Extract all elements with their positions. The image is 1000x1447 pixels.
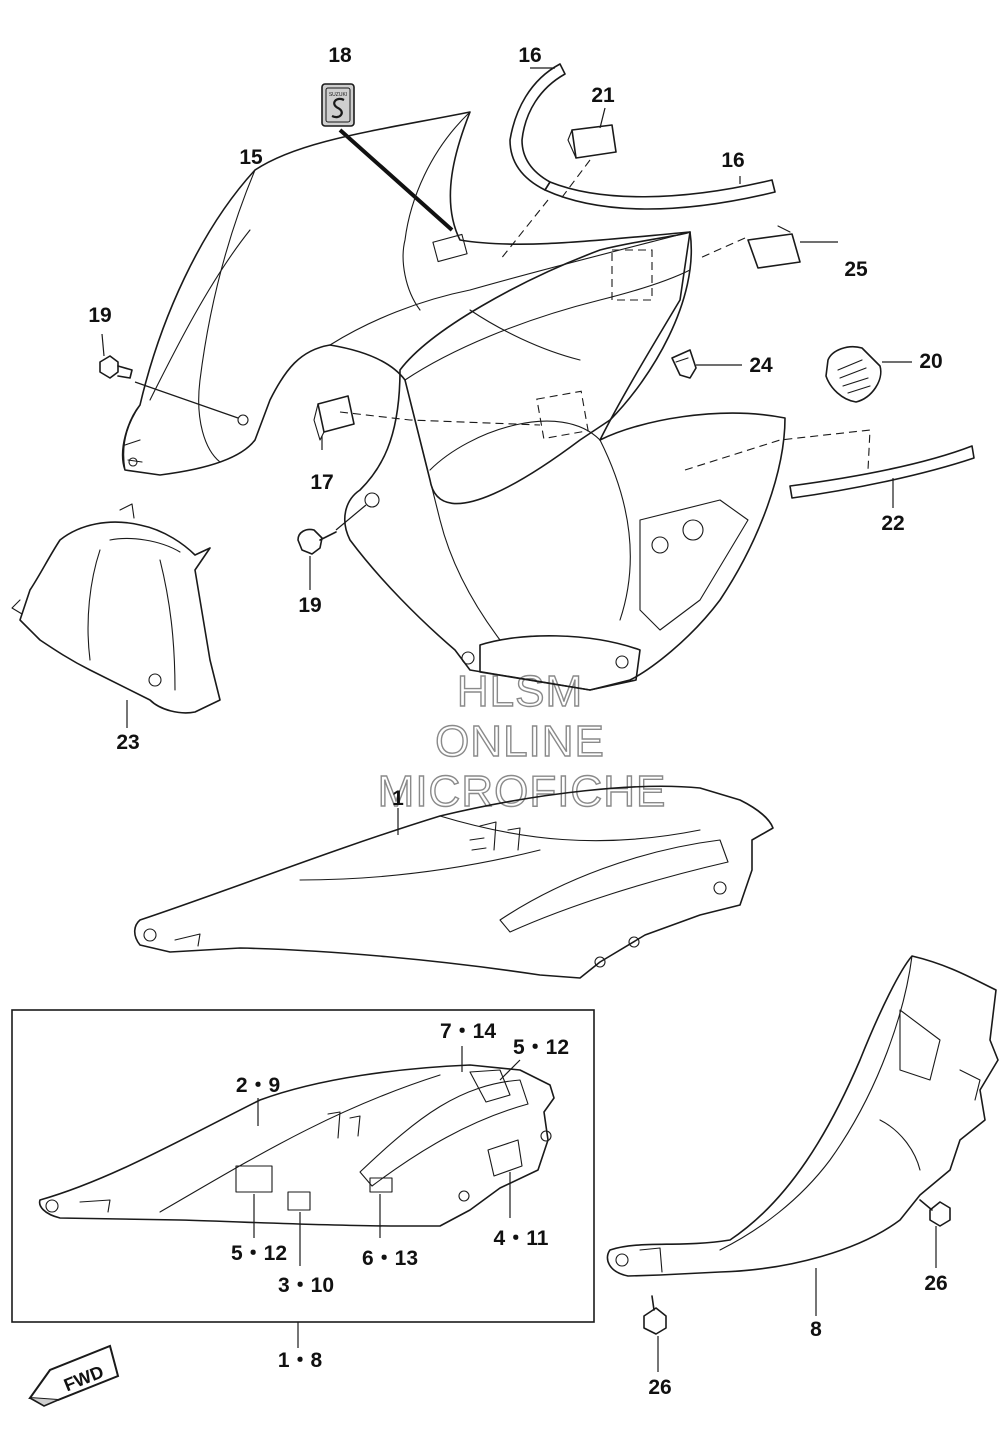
callout-18[interactable]: 18 (328, 44, 352, 67)
callout-16-right[interactable]: 16 (721, 149, 744, 172)
side-cowl-part-1[interactable] (133, 785, 774, 979)
assembly-detail-box (11, 1009, 595, 1323)
side-cowl-assembly-detail[interactable] (38, 1064, 555, 1227)
watermark: HLSM ONLINE MICROFICHE (377, 666, 667, 816)
screw-part-19-upper[interactable] (99, 333, 133, 379)
callout-1[interactable]: 1 (392, 787, 404, 810)
side-fairing-panel[interactable] (134, 231, 786, 691)
callout-24[interactable]: 24 (749, 354, 773, 377)
callout-26-lower[interactable]: 26 (648, 1376, 671, 1399)
fwd-arrow-icon: FWD (28, 1344, 120, 1407)
suzuki-logo-icon (331, 97, 345, 119)
callout-3-10[interactable]: 3・10 (278, 1274, 334, 1297)
callout-16-upper[interactable]: 16 (518, 44, 541, 67)
callout-20[interactable]: 20 (919, 350, 942, 373)
screw-part-26-lower[interactable] (643, 1295, 667, 1372)
detail-leaders (253, 1046, 521, 1266)
callout-6-13[interactable]: 6・13 (362, 1247, 418, 1270)
callout-7-14[interactable]: 7・14 (440, 1020, 496, 1043)
callouts: 18 16 21 16 15 25 19 24 20 17 22 19 23 1… (88, 44, 947, 1399)
emblem-text: SUZUKI (329, 92, 347, 98)
callout-8[interactable]: 8 (810, 1318, 822, 1341)
front-cowl-part-15[interactable] (121, 111, 693, 505)
watermark-line-1: HLSM (457, 667, 583, 716)
watermark-line-3: MICROFICHE (378, 767, 667, 816)
callout-26-right[interactable]: 26 (924, 1272, 947, 1295)
frame-cover-part-8[interactable] (606, 955, 999, 1316)
callout-19-lower[interactable]: 19 (298, 594, 321, 617)
trim-strip-part-22[interactable] (684, 429, 975, 508)
callout-5-12-lower[interactable]: 5・12 (231, 1242, 287, 1265)
callout-1-8[interactable]: 1・8 (278, 1349, 323, 1372)
callout-19-upper[interactable]: 19 (88, 304, 111, 327)
callout-2-9[interactable]: 2・9 (236, 1074, 280, 1097)
watermark-line-2: ONLINE (435, 717, 605, 766)
screw-part-26-right[interactable] (919, 1199, 951, 1268)
inner-bracket-part-23[interactable] (11, 503, 221, 728)
screw-part-19-lower[interactable] (297, 504, 367, 590)
callout-15[interactable]: 15 (239, 146, 263, 169)
emblem-part-18[interactable]: SUZUKI (321, 83, 454, 232)
callout-25[interactable]: 25 (844, 258, 868, 281)
pad-part-21[interactable] (559, 107, 617, 201)
callout-21[interactable]: 21 (591, 84, 615, 107)
callout-5-12-upper[interactable]: 5・12 (513, 1036, 569, 1059)
callout-4-11[interactable]: 4・11 (494, 1227, 549, 1250)
pad-part-17[interactable] (313, 395, 355, 450)
callout-23[interactable]: 23 (116, 731, 139, 754)
clip-part-24[interactable] (671, 349, 742, 379)
trim-strip-part-16[interactable] (499, 63, 776, 261)
cover-part-20[interactable] (825, 345, 912, 403)
pad-part-25[interactable] (699, 225, 838, 269)
callout-22[interactable]: 22 (881, 512, 904, 535)
callout-17[interactable]: 17 (310, 471, 333, 494)
